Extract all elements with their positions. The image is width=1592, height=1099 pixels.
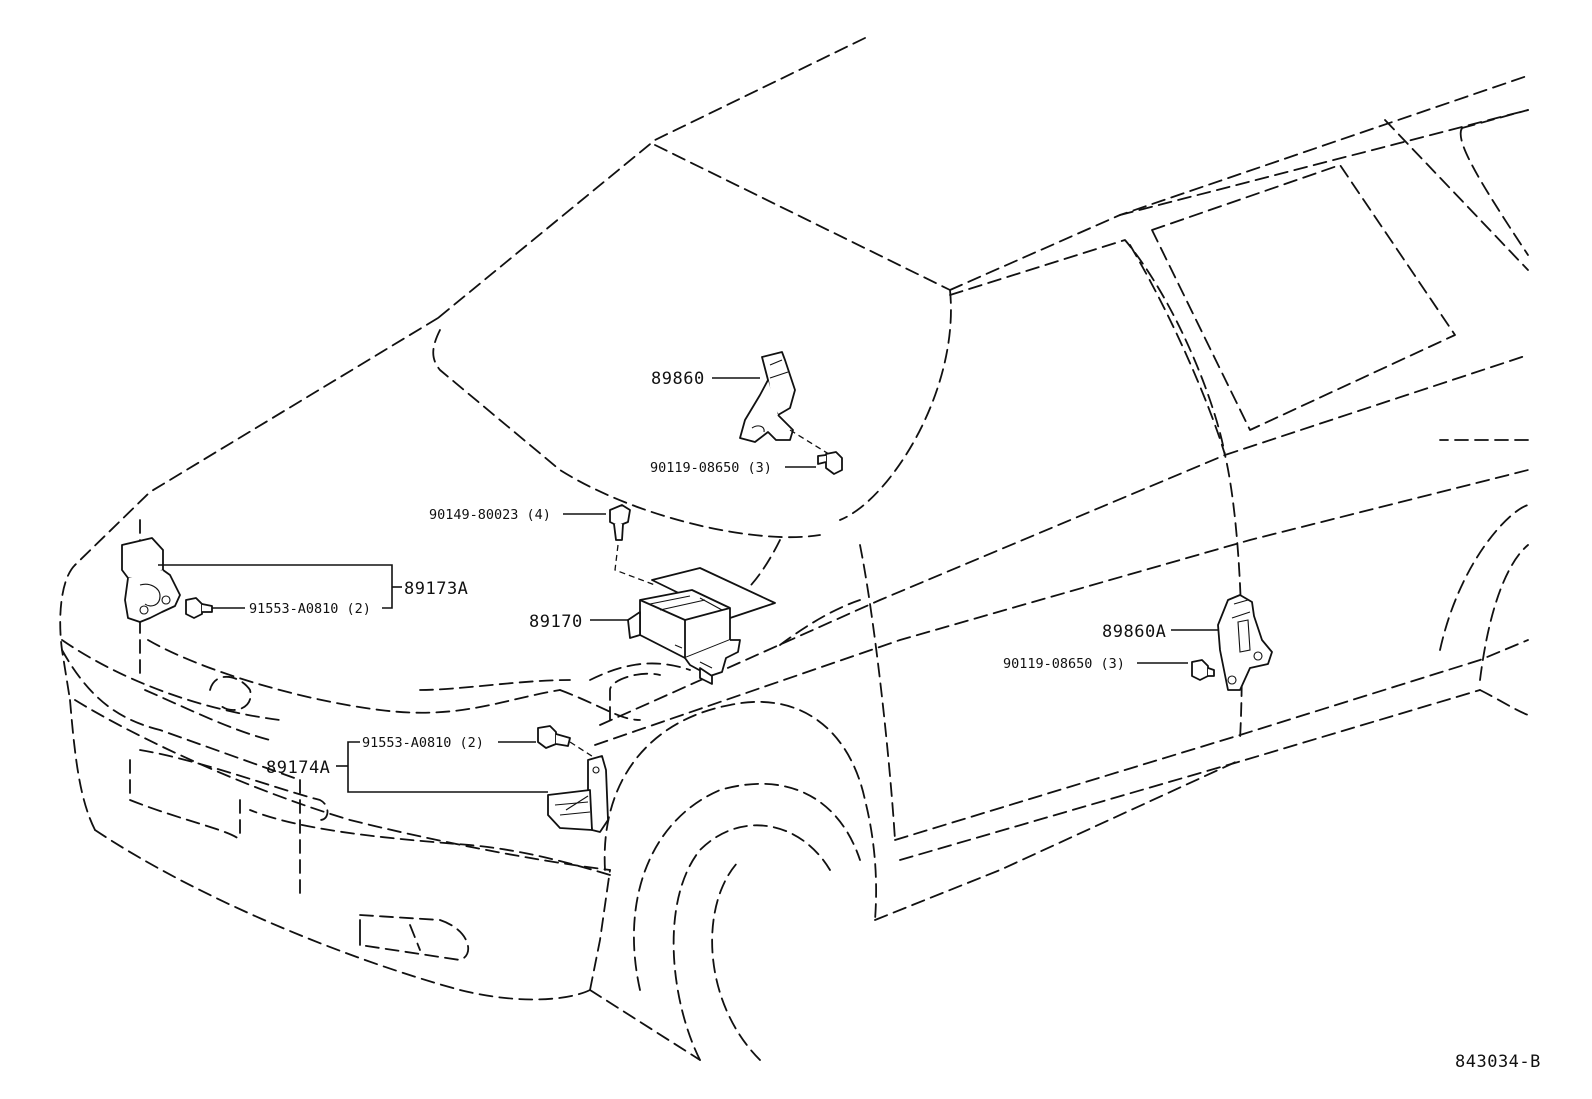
callout-89860: 89860 [651,369,705,389]
sensor-89860-illustration [739,351,796,443]
vehicle-outline [59,37,1531,1061]
screw-90149-illustration [609,504,656,586]
bolt-91553-lower-illustration [537,725,599,761]
bolt-91553-upper-illustration [185,597,213,619]
callout-89170: 89170 [529,612,583,632]
callout-89860A: 89860A [1102,622,1166,642]
callout-91553-lower: 91553-A0810 (2) [362,735,484,751]
callout-89173A: 89173A [404,579,468,599]
bolt-90119-lower-illustration [1191,659,1215,681]
airbag-ecu-89170-illustration [627,567,776,685]
front-sensor-89173A-illustration [121,537,181,623]
callout-90119-lower: 90119-08650 (3) [1003,656,1125,672]
callout-91553-upper: 91553-A0810 (2) [249,601,371,617]
front-sensor-89174A-illustration [547,755,609,833]
callout-90119-upper: 90119-08650 (3) [650,460,772,476]
figure-code: 843034-B [1455,1052,1541,1072]
side-sensor-89860A-illustration [1217,594,1273,691]
leader-lines [158,377,1218,793]
callout-89174A: 89174A [266,758,330,778]
callout-90149: 90149-80023 (4) [429,507,551,523]
bolt-90119-upper-illustration [789,429,843,475]
